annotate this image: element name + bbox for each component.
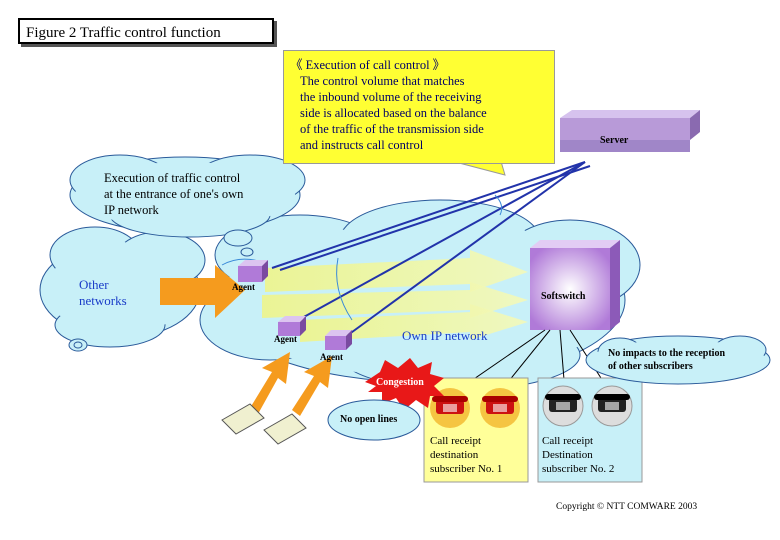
no-impacts-label-1: No impacts to the reception (608, 348, 726, 359)
agent-box-2 (278, 316, 306, 336)
traffic-control-text-2: at the entrance of one's own (104, 187, 244, 201)
subscriber-1-line-2: destination (430, 449, 479, 461)
callout-line: the inbound volume of the receiving (300, 90, 482, 104)
agent-label-2: Agent (274, 334, 297, 344)
agent-label-1: Agent (232, 282, 255, 292)
congestion-burst (365, 358, 444, 410)
agent-label-3: Agent (320, 352, 343, 362)
control-lines (271, 161, 591, 336)
figure-title: Figure 2 Traffic control function (18, 18, 274, 44)
black-phone-icon-1 (542, 385, 584, 427)
black-phone-icon-2 (591, 385, 633, 427)
subscriber-2-line-1: Call receipt (542, 435, 594, 447)
softswitch-label: Softswitch (541, 291, 586, 302)
inbound-arrow (160, 265, 245, 318)
traffic-control-text-1: Execution of traffic control (104, 171, 241, 185)
other-networks-label-1: Other (79, 277, 109, 292)
subscriber-2-line-3: subscriber No. 2 (542, 463, 615, 475)
softswitch-box (530, 240, 620, 330)
agent-box-3 (325, 330, 352, 350)
red-phone-icon-1 (430, 388, 470, 428)
callout-line: of the traffic of the transmission side (300, 122, 484, 136)
callout-line: The control volume that matches (300, 74, 465, 88)
no-open-lines-label: No open lines (340, 414, 398, 425)
own-ip-network-label: Own IP network (402, 328, 488, 343)
callout-line: and instructs call control (300, 138, 424, 152)
callout-line: side is allocated based on the balance (300, 106, 487, 120)
other-networks-label-2: networks (79, 293, 127, 308)
red-phone-icon-2 (480, 388, 520, 428)
agent-box-1 (238, 260, 268, 282)
server-box (560, 110, 700, 152)
callout-line: 《 Execution of call control 》 (290, 58, 446, 72)
congestion-label: Congestion (376, 377, 424, 388)
subscriber-2-line-2: Destination (542, 449, 593, 461)
traffic-control-text-3: IP network (104, 203, 159, 217)
subscriber-1-line-1: Call receipt (430, 435, 482, 447)
outbound-arrows (250, 352, 332, 416)
copyright-text: Copyright © NTT COMWARE 2003 (556, 502, 698, 512)
call-control-callout (283, 50, 555, 164)
caller-phones-icon (221, 403, 307, 445)
subscriber-1-line-3: subscriber No. 1 (430, 463, 503, 475)
no-impacts-label-2: of other subscribers (608, 361, 693, 372)
no-open-lines-cloud (327, 399, 421, 441)
server-label: Server (600, 135, 629, 146)
